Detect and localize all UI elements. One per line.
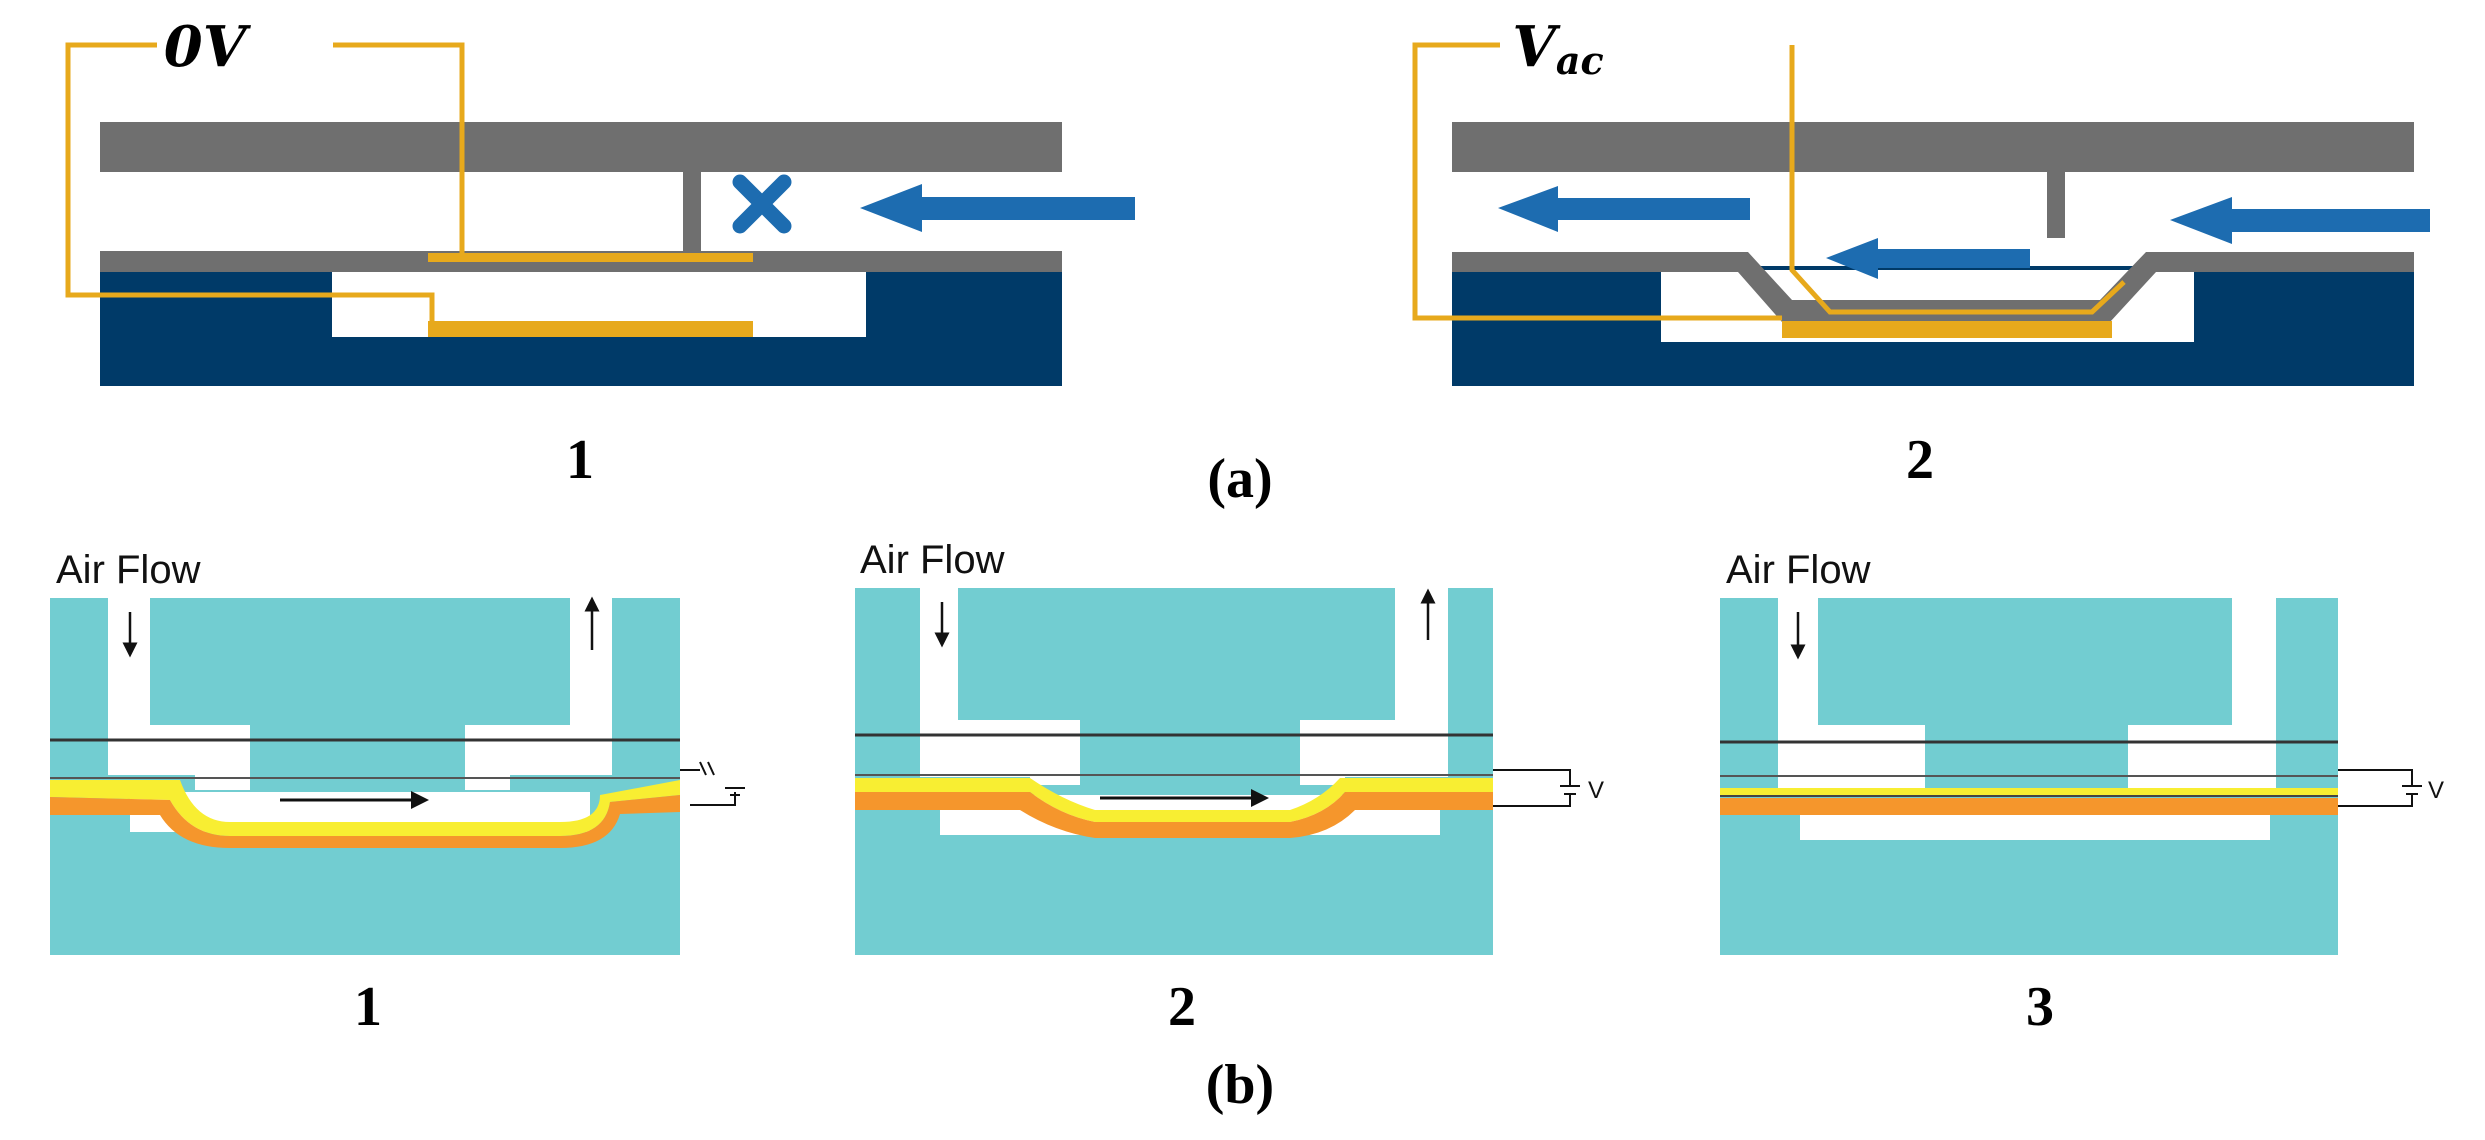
yellow-layer	[855, 778, 1493, 822]
flow-arrow-blocked	[860, 184, 1135, 232]
top-plate	[1452, 122, 2414, 172]
voltage-label-0v: 0V	[164, 14, 252, 80]
panel-number: 1	[354, 976, 382, 1038]
source-label: V	[1588, 777, 1604, 804]
voltage-label-vac: Vac	[1512, 14, 1603, 83]
top-electrode	[428, 253, 753, 262]
bottom-electrode-wire	[65, 42, 435, 325]
top-electrode-wire	[333, 42, 465, 256]
panel-number: 1	[566, 429, 594, 491]
yellow-layer	[1720, 788, 2338, 796]
source-label: V	[2428, 777, 2444, 804]
figure-b-label: (b)	[1206, 1054, 1274, 1116]
air-flow-label: Air Flow	[1726, 548, 1871, 592]
panel-a2: Vac 2	[1412, 14, 2430, 491]
orange-layer	[855, 792, 1493, 838]
figure-a-label: (a)	[1207, 448, 1272, 510]
top-electrode-wire	[1789, 45, 2126, 315]
panel-number: 2	[1168, 976, 1196, 1038]
bottom-electrode	[428, 321, 753, 337]
orange-layer	[50, 795, 680, 848]
bottom-electrode	[1782, 321, 2112, 338]
deflected-membrane	[1452, 252, 2414, 322]
voltage-source	[1493, 769, 1580, 807]
spring-terminal	[680, 761, 745, 806]
air-flow-label: Air Flow	[860, 538, 1005, 582]
bottom-electrode-wire	[1412, 42, 1782, 321]
flow-arrow-exit	[1498, 186, 1750, 232]
yellow-layer	[50, 780, 680, 836]
air-flow-label: Air Flow	[56, 548, 201, 592]
panel-a1: 0V 1	[65, 14, 1135, 491]
panel-number: 2	[1906, 429, 1934, 491]
gas-channel	[108, 598, 612, 790]
voltage-source	[2338, 769, 2422, 807]
flow-arrow-inlet	[2170, 197, 2430, 244]
valve-stem	[683, 172, 701, 257]
panel-b1: Air Flow 1	[50, 548, 745, 1038]
panel-b3: V Air Flow 3	[1720, 548, 2444, 1038]
orange-layer	[1720, 798, 2338, 815]
panel-number: 3	[2026, 976, 2054, 1038]
top-plate	[100, 122, 1062, 172]
blocked-x-icon	[732, 174, 792, 234]
valve-stem	[2047, 172, 2065, 238]
flow-arrow-channel	[1826, 238, 2030, 279]
panel-b2: V Air Flow 2	[855, 538, 1604, 1038]
